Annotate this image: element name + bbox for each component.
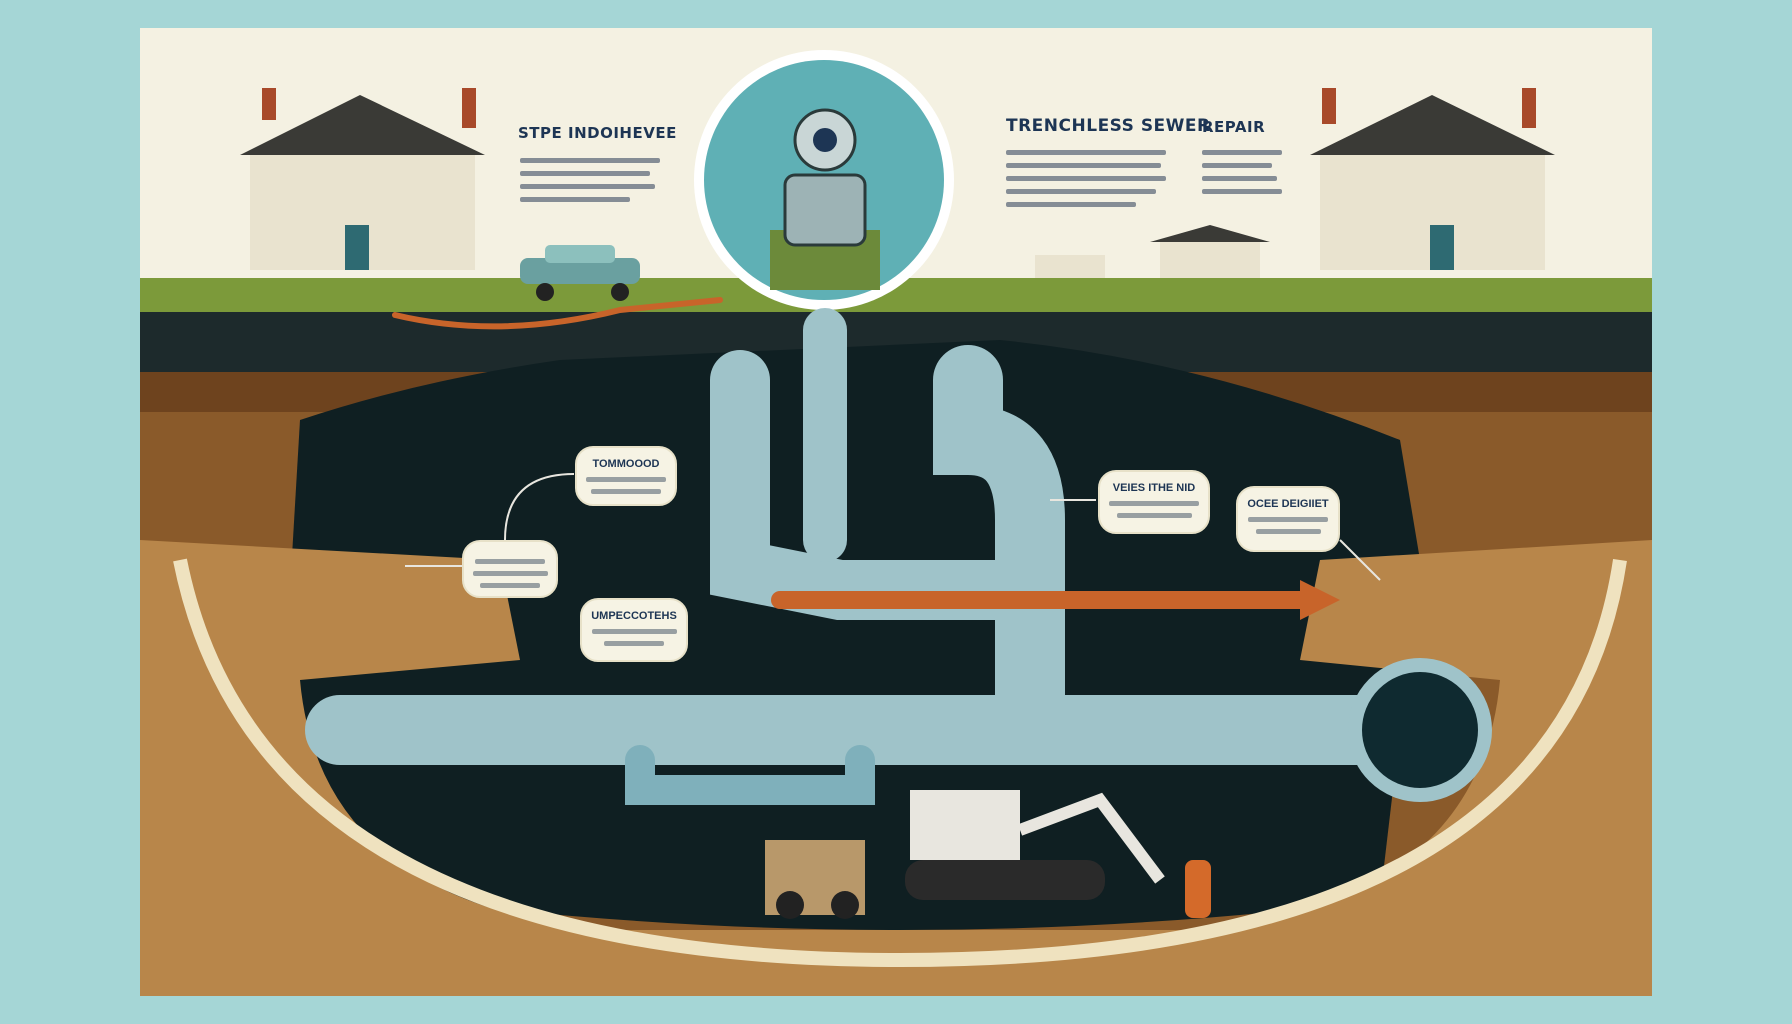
garage — [1035, 225, 1270, 278]
flow-arrow — [1300, 580, 1340, 620]
pipe-opening — [1348, 658, 1492, 802]
left-text-block — [520, 150, 660, 202]
callout-umpeccotehs: UMPECCOTEHS — [580, 598, 688, 662]
house-left — [240, 88, 485, 270]
callout-left — [462, 540, 558, 598]
callout-tommoood: TOMMOOOD — [575, 446, 677, 506]
car — [520, 245, 640, 301]
house-right — [1310, 88, 1555, 270]
center-heading: TRENCHLESS SEWER — [1006, 116, 1211, 136]
right-heading: REPAIR — [1202, 118, 1266, 136]
sand-layer — [140, 540, 1652, 996]
gas-cylinder — [1185, 860, 1211, 918]
sewer-pipes — [305, 297, 1435, 805]
right-text-block — [1202, 142, 1282, 194]
left-heading: STPE INDOIHEVEE — [518, 124, 677, 142]
center-text-block — [1006, 142, 1166, 207]
inspection-robot-vignette — [694, 50, 954, 310]
callout-veies-ithe-nid: VEIES ITHE NID — [1098, 470, 1210, 534]
generator — [765, 840, 865, 919]
excavator — [905, 790, 1165, 900]
callout-ocee-deigiiet: OCEE DEIGIIET — [1236, 486, 1340, 552]
